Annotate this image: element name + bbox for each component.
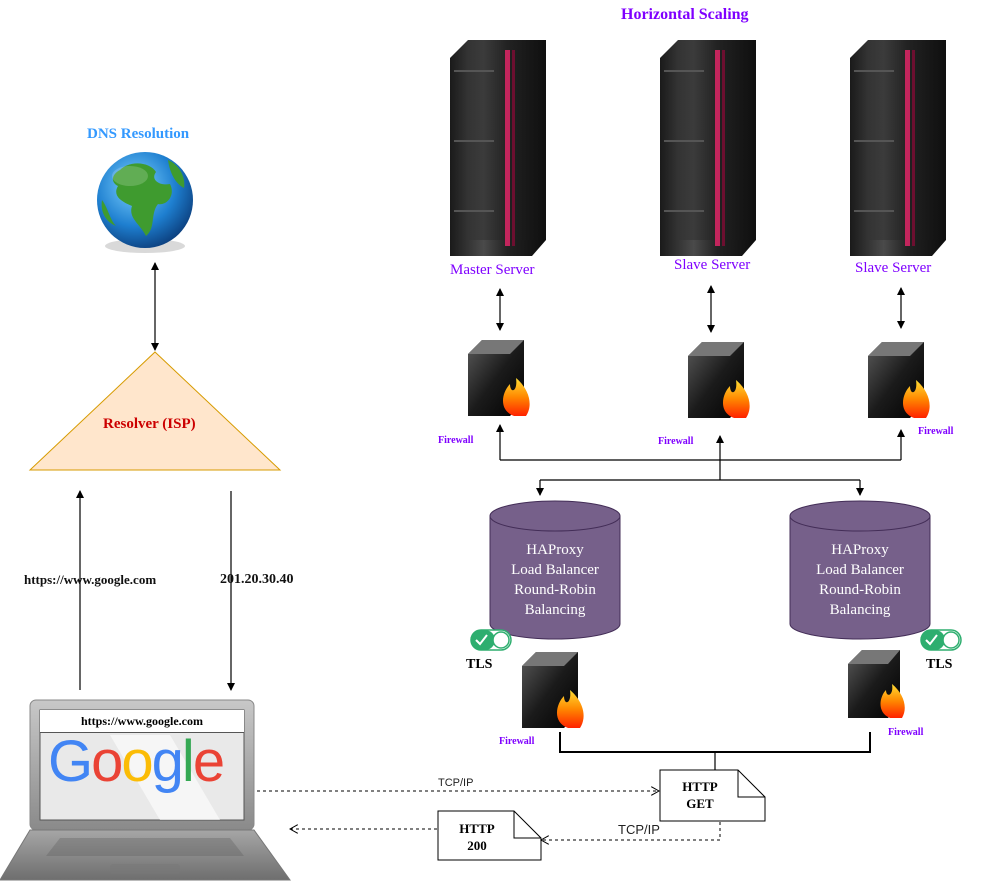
server-rack-icon	[450, 40, 546, 256]
edge-http-get-http-200	[541, 822, 721, 840]
firewall-icon	[868, 342, 930, 418]
server-rack-icon	[850, 40, 946, 256]
toggle-on-icon[interactable]	[470, 629, 512, 651]
http-200-label: HTTP 200	[438, 820, 516, 854]
lb-line: HAProxy	[526, 542, 584, 558]
firewall-label: Firewall	[888, 727, 924, 738]
http-200-document	[437, 810, 542, 861]
lb-line: Balancing	[829, 602, 891, 618]
tls-label: TLS	[926, 657, 953, 672]
lb-line: Balancing	[524, 602, 586, 618]
http-get-label: HTTP GET	[660, 778, 740, 812]
firewall-icon	[468, 340, 530, 416]
firewall-bus	[496, 424, 905, 496]
http-get-line: HTTP	[682, 779, 718, 794]
firewall-label: Firewall	[658, 436, 694, 447]
firewall-label: Firewall	[438, 435, 474, 446]
tcp-ip-label: TCP/IP	[438, 777, 474, 789]
firewall-label: Firewall	[499, 736, 535, 747]
google-logo: Google	[48, 729, 225, 794]
server-label-master: Master Server	[450, 262, 535, 278]
browser-url-bar[interactable]: https://www.google.com	[40, 710, 244, 733]
lb-line: HAProxy	[831, 542, 889, 558]
firewall-icon	[848, 650, 905, 718]
tls-label: TLS	[466, 657, 493, 672]
firewall-bracket	[559, 732, 871, 753]
load-balancer-cylinder	[789, 500, 931, 640]
horizontal-scaling-title: Horizontal Scaling	[621, 6, 749, 23]
lb-line: Load Balancer	[816, 562, 904, 578]
resolver-label: Resolver (ISP)	[103, 416, 196, 432]
load-balancer-label: HAProxy Load Balancer Round-Robin Balanc…	[490, 540, 620, 620]
request-url-label: https://www.google.com	[24, 572, 157, 587]
server-rack-icon	[660, 40, 756, 256]
dns-resolution-title: DNS Resolution	[87, 126, 190, 142]
http-200-line: HTTP	[459, 821, 495, 836]
firewall-icon	[688, 342, 750, 418]
tcp-ip-label: TCP/IP	[618, 822, 660, 837]
http-get-document	[659, 769, 766, 822]
resolved-ip-label: 201.20.30.40	[220, 572, 294, 587]
lb-line: Round-Robin	[819, 582, 901, 598]
server-label-slave: Slave Server	[855, 260, 932, 276]
http-get-line: GET	[686, 796, 714, 811]
lb-line: Load Balancer	[511, 562, 599, 578]
server-label-slave: Slave Server	[674, 257, 751, 273]
load-balancer-label: HAProxy Load Balancer Round-Robin Balanc…	[790, 540, 930, 620]
firewall-icon	[522, 652, 584, 728]
lb-line: Round-Robin	[514, 582, 596, 598]
globe-icon	[97, 152, 193, 253]
http-200-line: 200	[467, 838, 487, 853]
toggle-on-icon[interactable]	[920, 629, 962, 651]
resolver-triangle	[28, 351, 282, 471]
firewall-label: Firewall	[918, 426, 954, 437]
